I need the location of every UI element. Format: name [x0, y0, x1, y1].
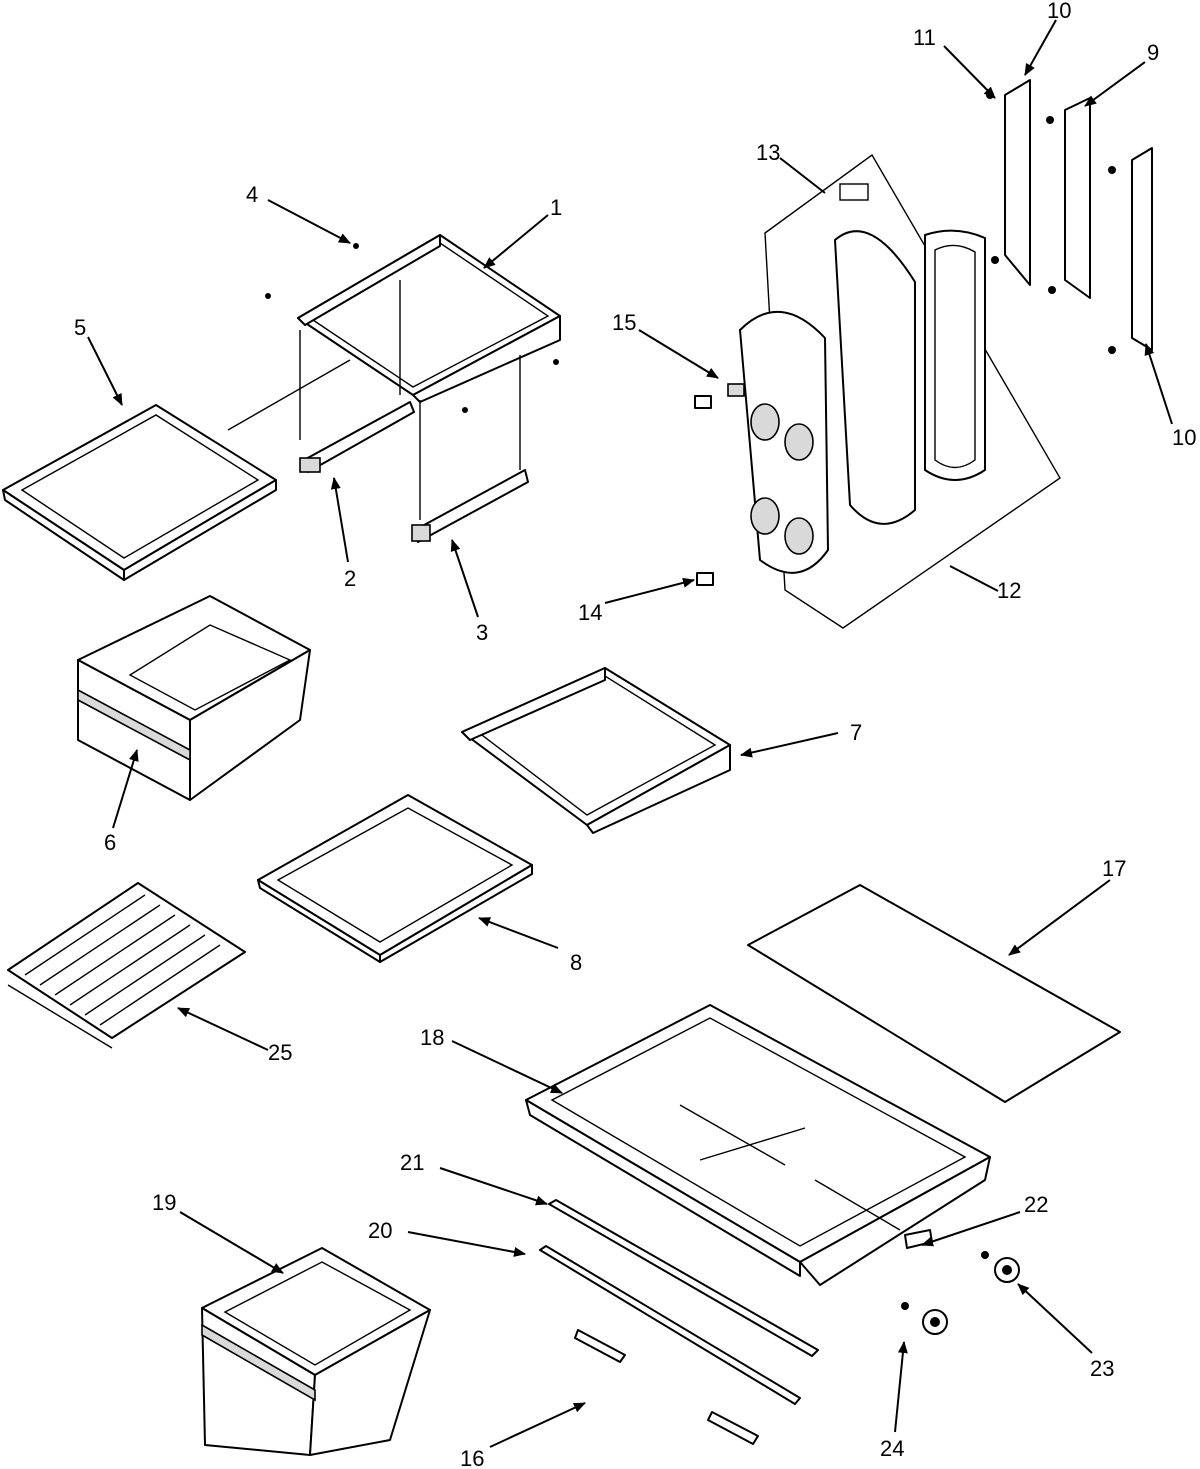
callout-10-top: 10 — [1047, 0, 1071, 23]
callout-15: 15 — [612, 310, 636, 335]
callout-16: 16 — [460, 1446, 484, 1469]
wheel-part-22-23-24 — [901, 1229, 1020, 1335]
door-bracket-part-9-10-11 — [986, 79, 1153, 354]
callout-24: 24 — [880, 1436, 904, 1461]
crisper-cover-frame-part-18 — [525, 1004, 991, 1286]
glass-panel-part-17 — [747, 884, 1121, 1103]
callout-9: 9 — [1147, 40, 1159, 65]
callout-13: 13 — [756, 140, 780, 165]
callout-12: 12 — [997, 578, 1021, 603]
shelf-frame-part-1 — [227, 234, 561, 520]
callout-6: 6 — [104, 830, 116, 855]
callout-23: 23 — [1090, 1356, 1114, 1381]
callout-4: 4 — [246, 182, 258, 207]
shelf-frame-part-7 — [461, 667, 731, 834]
rail-part-2 — [299, 401, 415, 473]
callout-22: 22 — [1024, 1192, 1048, 1217]
callout-10-bottom: 10 — [1172, 425, 1196, 450]
callout-14: 14 — [578, 600, 602, 625]
glass-shelf-part-8 — [257, 794, 533, 963]
callout-19: 19 — [152, 1190, 176, 1215]
callout-11: 11 — [913, 25, 936, 50]
clip-part-16 — [574, 1329, 759, 1445]
callout-17: 17 — [1102, 856, 1126, 881]
liner-panel-part-12-13 — [739, 153, 1061, 629]
rail-part-20-21 — [539, 1199, 819, 1405]
clip-part-14-15 — [694, 383, 745, 586]
glass-shelf-part-5 — [2, 404, 277, 581]
callout-2: 2 — [344, 566, 356, 591]
wire-rack-part-25 — [7, 882, 246, 1049]
callout-labels: 1 2 3 4 5 6 7 8 9 10 10 11 12 13 14 15 1… — [74, 0, 1196, 1469]
callout-8: 8 — [570, 950, 582, 975]
crisper-drawer-part-6 — [77, 595, 311, 801]
pan-part-19 — [201, 1247, 431, 1456]
leader-lines — [87, 19, 1173, 1448]
callout-5: 5 — [74, 315, 86, 340]
callout-18: 18 — [420, 1025, 444, 1050]
callout-3: 3 — [476, 620, 488, 645]
screw-part-4 — [265, 243, 559, 413]
callout-21: 21 — [400, 1150, 424, 1175]
callout-1: 1 — [550, 195, 562, 220]
callout-25: 25 — [268, 1040, 292, 1065]
rail-part-3 — [411, 469, 529, 543]
callout-7: 7 — [850, 720, 862, 745]
callout-20: 20 — [368, 1218, 392, 1243]
